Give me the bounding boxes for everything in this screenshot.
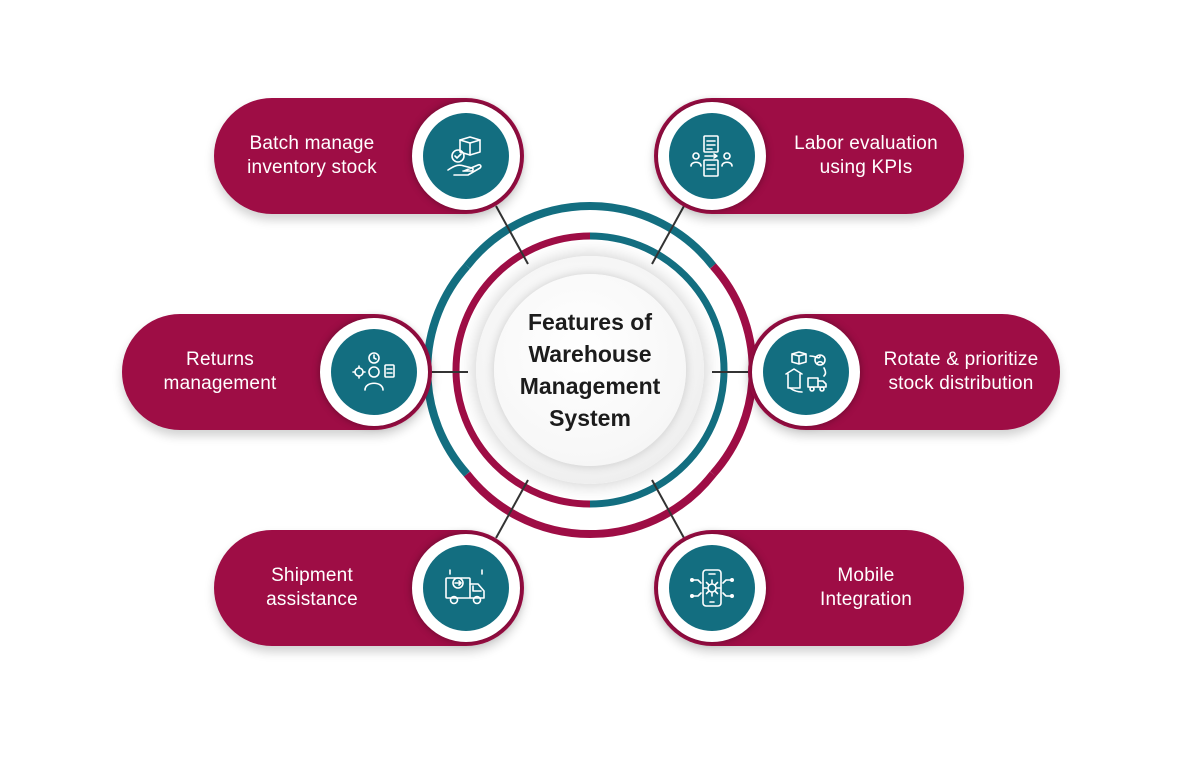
feature-label-line: stock distribution (888, 373, 1034, 394)
person-gear-clipboard-icon (352, 352, 395, 391)
outer-ring-crimson-arc-bottom (463, 471, 717, 539)
outer-ring-teal-arc (463, 201, 717, 269)
center-hub-inner: Features of Warehouse Management System (494, 274, 686, 466)
hub-title-line: Management (519, 373, 661, 399)
feature-label: Shipment assistance (228, 530, 396, 646)
feature-label-line: Batch manage (249, 133, 375, 154)
feature-returns-management: Returns management (122, 314, 432, 430)
feature-label: Mobile Integration (782, 530, 950, 646)
checklist-people-icon (690, 135, 733, 177)
hub-title-line: Features of (528, 309, 652, 335)
feature-label-line: Labor evaluation (794, 133, 938, 154)
inner-ring-teal-arc-right (589, 232, 728, 508)
feature-icon-badge (320, 318, 428, 426)
feature-shipment-assistance: Shipment assistance (214, 530, 524, 646)
icon-disc (423, 545, 509, 631)
icon-disc (763, 329, 849, 415)
icon-disc (331, 329, 417, 415)
hand-box-icon (447, 136, 482, 176)
feature-label: Returns management (136, 314, 304, 430)
feature-label-line: using KPIs (819, 157, 913, 178)
mobile-gear-icon (690, 569, 734, 607)
feature-icon-badge (658, 534, 766, 642)
feature-label: Batch manage inventory stock (228, 98, 396, 214)
feature-label-line: management (163, 373, 277, 394)
feature-label-line: assistance (266, 589, 358, 610)
inner-ring-crimson-arc-left (452, 232, 591, 508)
feature-label-line: Rotate & prioritize (883, 349, 1039, 370)
feature-icon-badge (658, 102, 766, 210)
connector-bottom-right (651, 479, 685, 539)
delivery-truck-icon (445, 569, 485, 605)
feature-label: Labor evaluation using KPIs (782, 98, 950, 214)
connector-top-right (651, 205, 685, 265)
feature-label-line: Integration (820, 589, 912, 610)
feature-labor-evaluation-kpis: Labor evaluation using KPIs (654, 98, 964, 214)
center-hub: Features of Warehouse Management System (476, 256, 704, 484)
outer-ring-crimson-arc-right (710, 263, 757, 477)
feature-label-line: Shipment (271, 565, 353, 586)
feature-label-line: Returns (186, 349, 254, 370)
feature-icon-badge (752, 318, 860, 426)
hub-title-line: Warehouse (528, 341, 652, 367)
hub-title-line: System (549, 405, 631, 431)
feature-icon-badge (412, 102, 520, 210)
feature-label: Rotate & prioritize stock distribution (876, 314, 1046, 430)
feature-icon-badge (412, 534, 520, 642)
connector-top-left (495, 205, 529, 265)
icon-disc (669, 113, 755, 199)
feature-label-line: inventory stock (247, 157, 377, 178)
connector-bottom-left (495, 479, 529, 539)
hub-title: Features of Warehouse Management System (520, 306, 661, 434)
icon-disc (669, 545, 755, 631)
feature-label-line: Mobile (837, 565, 895, 586)
feature-mobile-integration: Mobile Integration (654, 530, 964, 646)
feature-rotate-prioritize-stock: Rotate & prioritize stock distribution (748, 314, 1060, 430)
feature-batch-manage-inventory: Batch manage inventory stock (214, 98, 524, 214)
icon-disc (423, 113, 509, 199)
box-truck-rotate-icon (785, 351, 827, 393)
outer-ring-teal-arc-left (423, 263, 470, 477)
